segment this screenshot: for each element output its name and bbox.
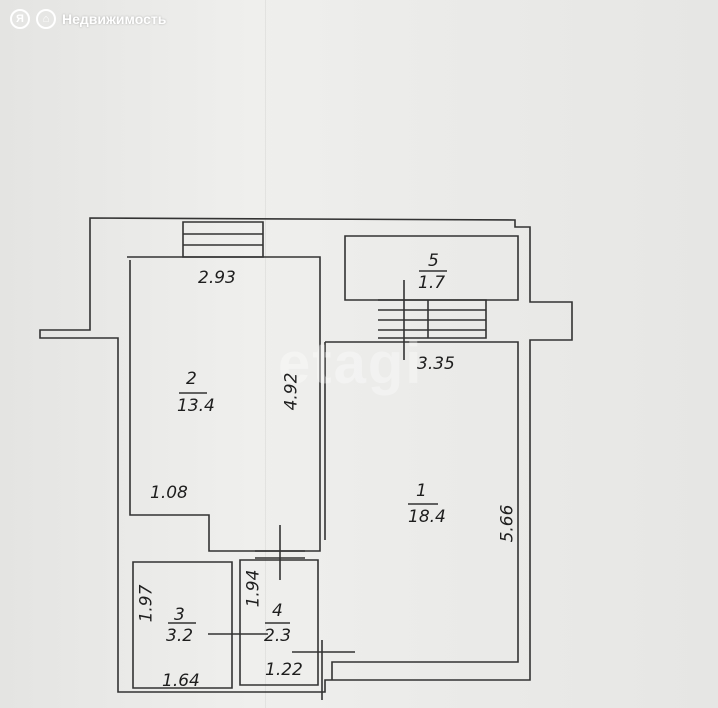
realty-logo-icon: ⌂: [36, 9, 56, 29]
room-2-number: 2: [186, 369, 197, 389]
outer-wall: [39, 217, 573, 693]
room-5-outline: [344, 235, 519, 301]
room-2-niche: 1.08: [150, 483, 188, 503]
room-1-width: 3.35: [417, 354, 455, 374]
room-1-number: 1: [416, 481, 427, 501]
balcony-door: [378, 299, 487, 339]
room-1-area: 18.4: [408, 507, 446, 527]
room-2-width: 2.93: [198, 268, 236, 288]
room-2-area: 13.4: [177, 396, 215, 416]
watermark: etagi: [278, 331, 424, 396]
room-3-width: 1.64: [162, 671, 200, 691]
brand-header[interactable]: Я ⌂ Недвижимость: [10, 9, 166, 29]
paper-fold: [265, 0, 266, 708]
room-2-length: 4.92: [281, 372, 302, 411]
room-4-area: 2.3: [264, 626, 292, 646]
room-2-outline: [127, 256, 321, 552]
room-5-area: 1.7: [418, 273, 446, 293]
room-1-outline: [325, 341, 519, 680]
room-3-number: 3: [174, 605, 185, 625]
room-4-outline: [239, 559, 319, 686]
yandex-logo-icon: Я: [10, 9, 30, 29]
room-3-height: 1.97: [136, 584, 157, 623]
room-3-outline: [132, 561, 233, 689]
room-4-number: 4: [272, 601, 283, 621]
window-room-2: [182, 221, 264, 258]
room-4-width: 1.22: [265, 660, 303, 680]
brand-text: Недвижимость: [62, 11, 167, 27]
room-3-area: 3.2: [166, 626, 194, 646]
room-5-number: 5: [428, 251, 439, 271]
room-4-height: 1.94: [243, 569, 264, 608]
room-1-length: 5.66: [497, 504, 518, 543]
